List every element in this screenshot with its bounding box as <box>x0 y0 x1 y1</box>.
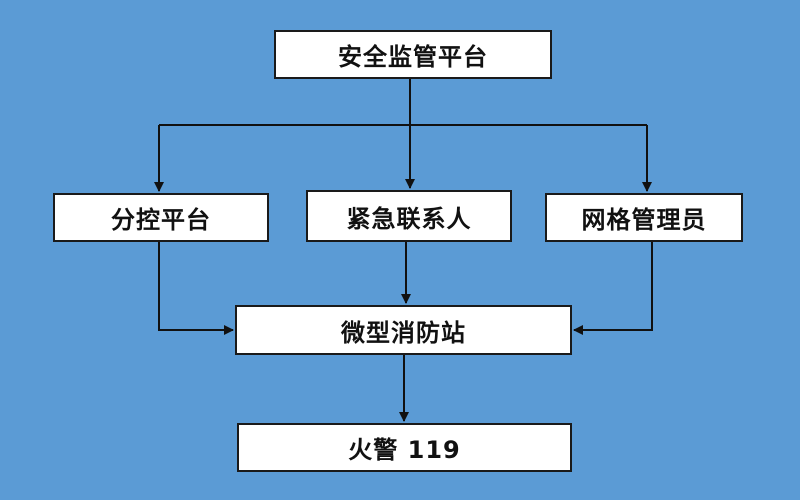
node-label: 微型消防站 <box>341 318 466 347</box>
node-label: 安全监管平台 <box>338 43 488 71</box>
node-emergency-contact: 紧急联系人 <box>306 190 512 242</box>
node-safety-supervision-platform: 安全监管平台 <box>274 30 552 79</box>
node-fire-alarm-119: 火警 119 <box>237 423 572 472</box>
node-label: 紧急联系人 <box>346 204 472 233</box>
arrow-sub-control-to-station <box>158 242 234 335</box>
node-label: 火警 119 <box>348 436 461 464</box>
node-grid-manager: 网格管理员 <box>545 193 743 242</box>
node-sub-control-platform: 分控平台 <box>53 193 269 242</box>
node-label: 网格管理员 <box>581 206 707 234</box>
node-label: 分控平台 <box>111 206 211 234</box>
arrow-grid-manager-to-station <box>573 242 653 335</box>
node-micro-fire-station: 微型消防站 <box>235 305 572 355</box>
